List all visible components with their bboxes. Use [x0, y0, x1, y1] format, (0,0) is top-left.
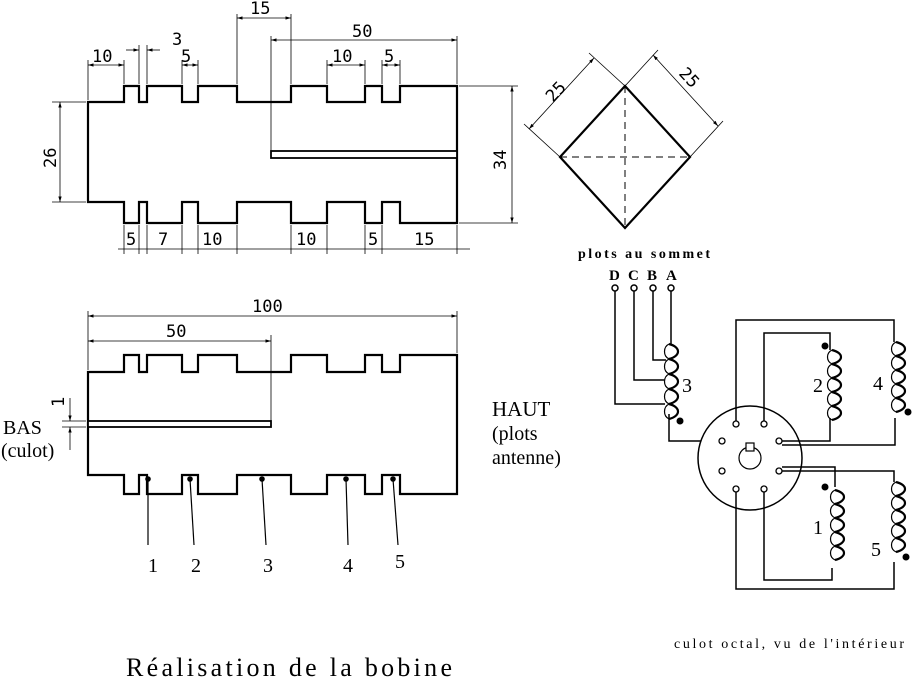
dim-34: 34: [491, 150, 511, 170]
lead-3: 3: [263, 555, 273, 577]
label-culot: (culot): [1, 440, 54, 462]
dim-25-right: 25: [674, 64, 703, 93]
coil-label-3: 3: [682, 375, 692, 397]
dim-b10-a: 10: [202, 230, 222, 250]
lead-5: 5: [395, 551, 405, 573]
coil-5: [890, 480, 907, 554]
square-section: 25 25 plots au sommet: [523, 49, 724, 262]
terminal-b: B: [647, 268, 657, 284]
coil-1-dot: [821, 483, 829, 491]
label-bas: BAS: [3, 417, 42, 439]
top-body: [86, 84, 459, 225]
top-view: 10 3 5 15 50 10 5 26 34: [41, 0, 518, 254]
dim-b10-b: 10: [296, 230, 316, 250]
coil-3: [663, 342, 680, 421]
bottom-view: 100 50 1 BAS (culot) HAUT (plots antenne…: [1, 297, 561, 577]
label-plots: (plots: [492, 423, 538, 445]
lead-1: 1: [148, 555, 158, 577]
dim-b15: 15: [414, 230, 434, 250]
coil-2-dot: [821, 342, 829, 350]
lead-4: 4: [343, 555, 353, 577]
coil-2: [826, 348, 843, 422]
dim-5-a: 5: [181, 47, 191, 67]
square-shape: [558, 84, 692, 230]
label-haut: HAUT: [492, 397, 550, 421]
octal-caption: culot octal, vu de l'intérieur: [674, 637, 904, 652]
dim-50: 50: [352, 22, 372, 42]
dim-10-right: 10: [332, 47, 352, 67]
drawing-title: Réalisation de la bobine: [126, 653, 452, 679]
coil-4: [890, 340, 907, 414]
top-slot: [270, 150, 458, 159]
dim-26: 26: [41, 148, 61, 168]
coil-4-dot: [904, 408, 912, 416]
terminal-a: A: [666, 268, 677, 284]
coil-label-5: 5: [871, 539, 881, 561]
dim-100: 100: [252, 297, 283, 317]
terminal-c: C: [628, 268, 639, 284]
bottom-body: [86, 353, 459, 496]
label-antenne: antenne): [492, 447, 561, 469]
dim-1: 1: [49, 397, 69, 407]
terminal-d: D: [609, 268, 620, 284]
coil-3-dot: [676, 417, 684, 425]
dim-b5-a: 5: [126, 230, 136, 250]
plots-caption: plots au sommet: [578, 247, 710, 262]
dim-b7: 7: [158, 230, 168, 250]
dim-25-left: 25: [542, 78, 571, 107]
lead-2: 2: [191, 555, 201, 577]
dim-b5-b: 5: [368, 230, 378, 250]
dim-3: 3: [172, 30, 182, 50]
dim-15: 15: [250, 0, 270, 19]
coil-label-2: 2: [813, 375, 823, 397]
coil-label-1: 1: [813, 517, 823, 539]
coil-label-4: 4: [873, 373, 883, 395]
dim-50-bottom: 50: [166, 322, 186, 342]
coil-1: [829, 488, 846, 562]
coil-5-dot: [902, 553, 910, 561]
dim-10-left: 10: [92, 47, 112, 67]
schematic: D C B A 3: [609, 268, 912, 652]
bottom-slot: [87, 420, 272, 428]
dim-5-b: 5: [384, 47, 394, 67]
